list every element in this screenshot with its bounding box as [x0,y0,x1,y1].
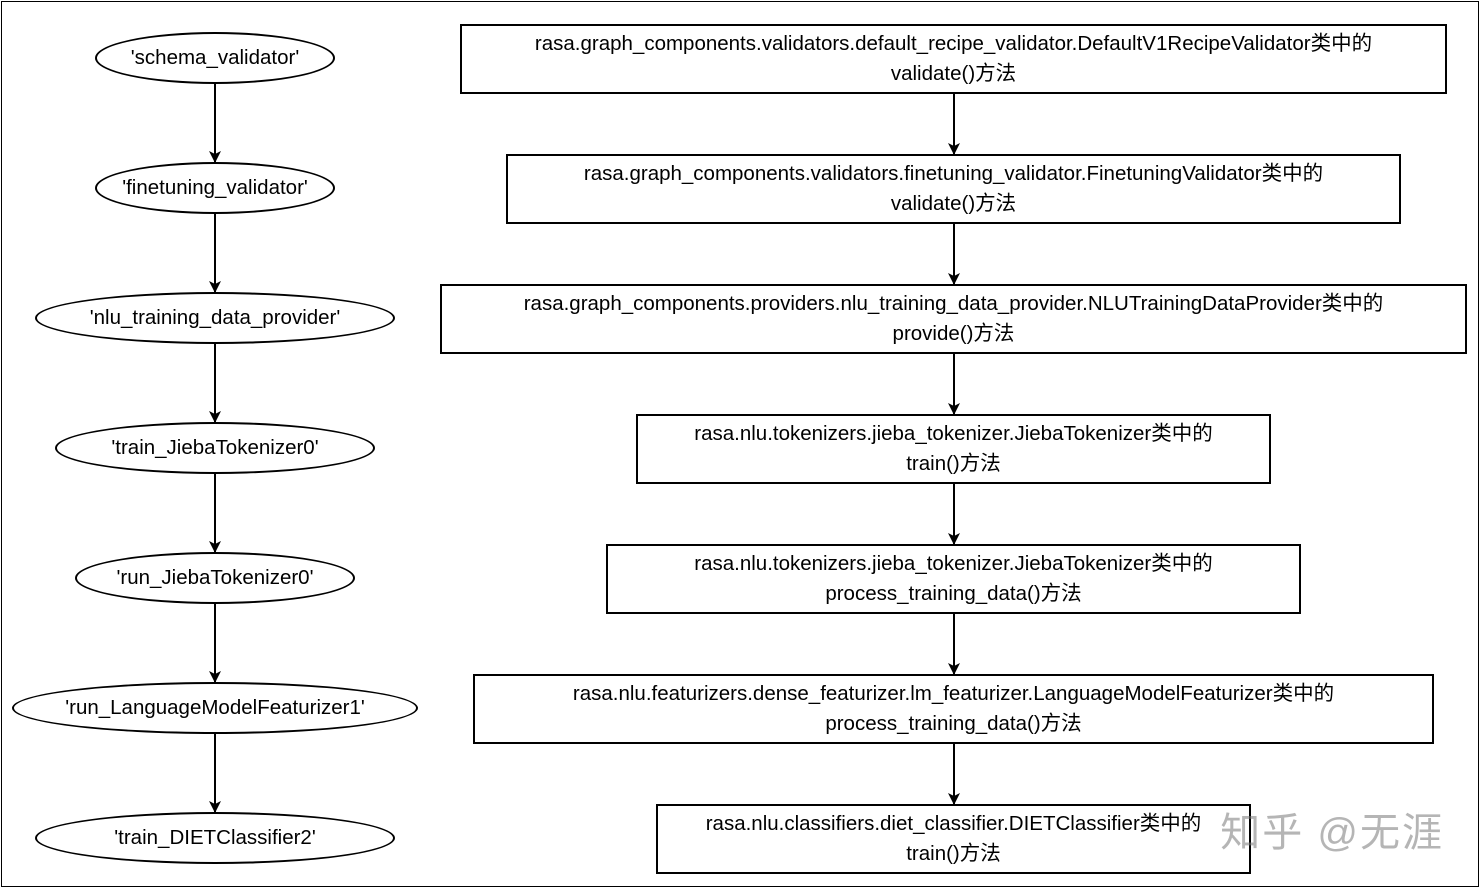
node-label-line1: rasa.graph_components.validators.finetun… [583,162,1324,185]
node-label-line1: rasa.nlu.tokenizers.jieba_tokenizer.Jieb… [694,552,1213,575]
node-label: 'run_JiebaTokenizer0' [116,566,314,589]
node-jieba-tokenizer-process: rasa.nlu.tokenizers.jieba_tokenizer.Jieb… [606,544,1301,614]
node-label-line2: train()方法 [906,452,1001,475]
node-label: 'train_JiebaTokenizer0' [111,436,319,459]
node-diet-classifier-train: rasa.nlu.classifiers.diet_classifier.DIE… [656,804,1251,874]
node-label: 'schema_validator' [130,46,300,69]
node-label-line1: rasa.nlu.tokenizers.jieba_tokenizer.Jieb… [694,422,1213,445]
node-label-line2: process_training_data()方法 [825,582,1082,605]
node-label-line2: process_training_data()方法 [825,712,1082,735]
node-label-line2: validate()方法 [890,62,1017,85]
node-train-diet-classifier: 'train_DIETClassifier2' [35,812,395,864]
node-run-language-model-featurizer: 'run_LanguageModelFeaturizer1' [12,682,418,734]
node-finetuning-validator-method: rasa.graph_components.validators.finetun… [506,154,1401,224]
node-language-model-featurizer-process: rasa.nlu.featurizers.dense_featurizer.lm… [473,674,1434,744]
node-label-line1: rasa.graph_components.validators.default… [534,32,1373,55]
node-label-line2: provide()方法 [892,322,1015,345]
node-default-recipe-validator: rasa.graph_components.validators.default… [460,24,1447,94]
node-label-line1: rasa.graph_components.providers.nlu_trai… [523,292,1384,315]
node-label: 'nlu_training_data_provider' [89,306,341,329]
node-label: 'finetuning_validator' [122,176,308,199]
node-label-line1: rasa.nlu.featurizers.dense_featurizer.lm… [572,682,1335,705]
node-jieba-tokenizer-train: rasa.nlu.tokenizers.jieba_tokenizer.Jieb… [636,414,1271,484]
node-label-line1: rasa.nlu.classifiers.diet_classifier.DIE… [705,812,1202,835]
watermark: 知乎 @无涯 [1220,811,1444,855]
node-nlu-training-data-provider: 'nlu_training_data_provider' [35,292,395,344]
node-train-jieba-tokenizer: 'train_JiebaTokenizer0' [55,422,375,474]
node-run-jieba-tokenizer: 'run_JiebaTokenizer0' [75,552,355,604]
node-label-line2: train()方法 [906,842,1001,865]
node-nlu-training-data-provider-method: rasa.graph_components.providers.nlu_trai… [440,284,1467,354]
node-schema-validator: 'schema_validator' [95,32,335,84]
node-label-line2: validate()方法 [890,192,1017,215]
node-finetuning-validator: 'finetuning_validator' [95,162,335,214]
node-label: 'train_DIETClassifier2' [114,826,316,849]
node-label: 'run_LanguageModelFeaturizer1' [65,696,365,719]
